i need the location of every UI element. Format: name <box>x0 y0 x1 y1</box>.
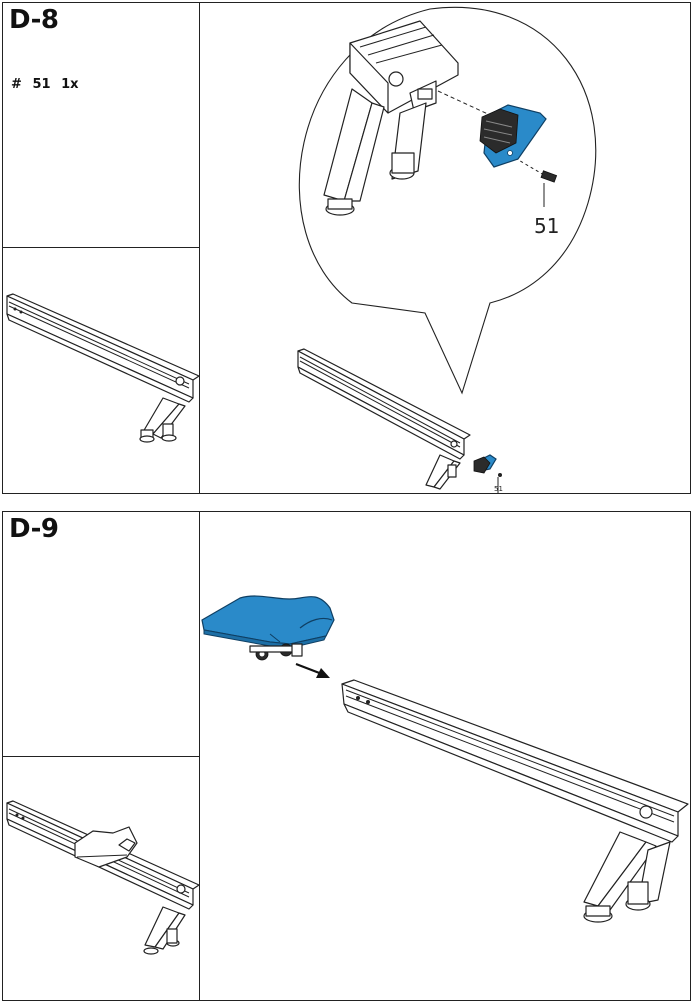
step-d9-left-info-panel: D-9 <box>2 511 200 757</box>
parts-hash: # <box>11 77 22 92</box>
parts-quantity: 1x <box>61 77 79 92</box>
parts-list: # 51 1x <box>11 77 79 92</box>
step-d8-left-info-panel: D-8 # 51 1x <box>2 2 200 248</box>
rail-thumbnail-icon <box>6 293 199 443</box>
step-d9-main-panel <box>199 511 691 1001</box>
rail-icon <box>341 679 689 923</box>
seat-icon <box>201 595 335 661</box>
step-d8-main-panel: 51 51 <box>199 2 691 494</box>
callout-label-small: 51 <box>494 485 503 493</box>
step-d9-thumbnail-panel <box>2 756 200 1001</box>
end-cap-assembly-diagram: 51 51 <box>297 6 597 493</box>
screw-icon <box>540 170 558 207</box>
rail-with-seat-thumbnail-icon <box>6 800 199 955</box>
end-cap-icon <box>479 104 547 168</box>
rail-icon <box>297 348 502 493</box>
callout-label: 51 <box>534 214 559 238</box>
rail-end-zoom-icon <box>323 20 459 216</box>
step-title: D-9 <box>9 514 59 544</box>
parts-number: 51 <box>32 77 51 92</box>
step-title: D-8 <box>9 5 59 35</box>
arrow-icon <box>295 662 330 678</box>
seat-assembly-diagram <box>201 595 689 923</box>
step-d8-thumbnail-panel <box>2 247 200 494</box>
